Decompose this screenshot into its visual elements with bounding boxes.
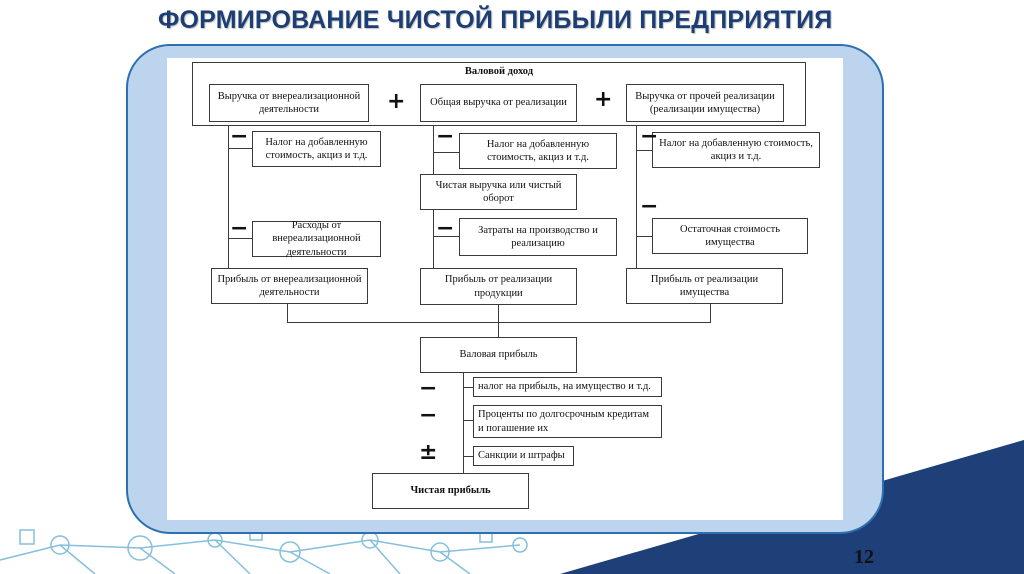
connector-line xyxy=(433,210,434,268)
connector-line xyxy=(498,305,499,337)
connector-line xyxy=(433,122,434,174)
connector-line xyxy=(228,126,229,268)
page-number: 12 xyxy=(854,546,874,568)
sales-profit-label: Прибыль от реализации продукции xyxy=(444,274,553,299)
minus-sign: − xyxy=(230,216,249,241)
plus-minus-sign: ± xyxy=(419,440,438,465)
other-sales-revenue-label: Выручка от прочей реализации (реализации… xyxy=(635,90,775,115)
plus-sign: + xyxy=(387,89,406,114)
net-revenue-label: Чистая выручка или чистый оборот xyxy=(435,179,562,204)
net-profit-box: Чистая прибыль xyxy=(372,473,529,509)
other-sales-revenue-box: Выручка от прочей реализации (реализации… xyxy=(626,84,784,122)
vat-right-box: Налог на добавленную стоимость, акциз и … xyxy=(652,132,820,168)
connector-line xyxy=(710,304,711,322)
profit-tax-box: налог на прибыль, на имущество и т.д. xyxy=(473,377,662,397)
vat-middle-label: Налог на добавленную стоимость, акциз и … xyxy=(486,138,590,163)
minus-sign: − xyxy=(436,124,455,149)
gross-profit-box: Валовая прибыль xyxy=(420,337,577,373)
minus-sign: − xyxy=(419,376,438,401)
sales-profit-box: Прибыль от реализации продукции xyxy=(420,268,577,305)
gross-profit-label: Валовая прибыль xyxy=(459,349,538,361)
vat-left-box: Налог на добавленную стоимость, акциз и … xyxy=(252,131,381,167)
total-sales-revenue-box: Общая выручка от реализации xyxy=(420,84,577,122)
minus-sign: − xyxy=(419,403,438,428)
connector-line xyxy=(463,387,473,388)
connector-line xyxy=(287,322,711,323)
production-costs-box: Затраты на производство и реализацию xyxy=(459,218,617,256)
connector-line xyxy=(463,373,464,480)
total-sales-revenue-label: Общая выручка от реализации xyxy=(430,97,567,109)
loan-interest-label: Проценты по долгосрочным кредитам и пога… xyxy=(478,409,649,434)
sanctions-box: Санкции и штрафы xyxy=(473,446,574,466)
vat-left-label: Налог на добавленную стоимость, акциз и … xyxy=(265,136,368,161)
plus-sign: + xyxy=(594,87,613,112)
minus-sign: − xyxy=(436,216,455,241)
connector-line xyxy=(228,238,252,239)
residual-value-label: Остаточная стоимость имущества xyxy=(680,223,780,248)
gross-income-label: Валовой доход xyxy=(464,66,534,77)
net-revenue-box: Чистая выручка или чистый оборот xyxy=(420,174,577,210)
connector-line xyxy=(636,150,652,151)
minus-sign: − xyxy=(640,124,659,149)
connector-line xyxy=(228,148,252,149)
property-profit-box: Прибыль от реализации имущества xyxy=(626,268,783,304)
minus-sign: − xyxy=(230,124,249,149)
nonop-expenses-label: Расходы от внереализационной деятельност… xyxy=(272,220,361,258)
network-pattern xyxy=(0,527,528,574)
residual-value-box: Остаточная стоимость имущества xyxy=(652,218,808,254)
property-profit-label: Прибыль от реализации имущества xyxy=(650,273,759,298)
connector-line xyxy=(636,236,652,237)
sanctions-label: Санкции и штрафы xyxy=(478,450,565,462)
connector-line xyxy=(287,304,288,322)
nonop-expenses-box: Расходы от внереализационной деятельност… xyxy=(252,220,381,258)
nonop-profit-box: Прибыль от внереализационной деятельност… xyxy=(211,268,368,304)
minus-sign: − xyxy=(640,194,659,219)
vat-right-label: Налог на добавленную стоимость, акциз и … xyxy=(659,137,813,162)
nonop-revenue-box: Выручка от внереализационной деятельност… xyxy=(209,84,369,122)
connector-line xyxy=(463,420,473,421)
profit-tax-label: налог на прибыль, на имущество и т.д. xyxy=(478,381,651,393)
nonop-profit-label: Прибыль от внереализационной деятельност… xyxy=(217,273,362,298)
slide-title: ФОРМИРОВАНИЕ ЧИСТОЙ ПРИБЫЛИ ПРЕДПРИЯТИЯ xyxy=(158,6,833,34)
connector-line xyxy=(433,236,459,237)
connector-line xyxy=(463,456,473,457)
net-profit-label: Чистая прибыль xyxy=(410,485,491,497)
connector-line xyxy=(433,152,459,153)
nonop-revenue-label: Выручка от внереализационной деятельност… xyxy=(217,90,361,115)
connector-line xyxy=(636,126,637,268)
production-costs-label: Затраты на производство и реализацию xyxy=(478,224,598,249)
vat-middle-box: Налог на добавленную стоимость, акциз и … xyxy=(459,133,617,169)
loan-interest-box: Проценты по долгосрочным кредитам и пога… xyxy=(473,405,662,438)
